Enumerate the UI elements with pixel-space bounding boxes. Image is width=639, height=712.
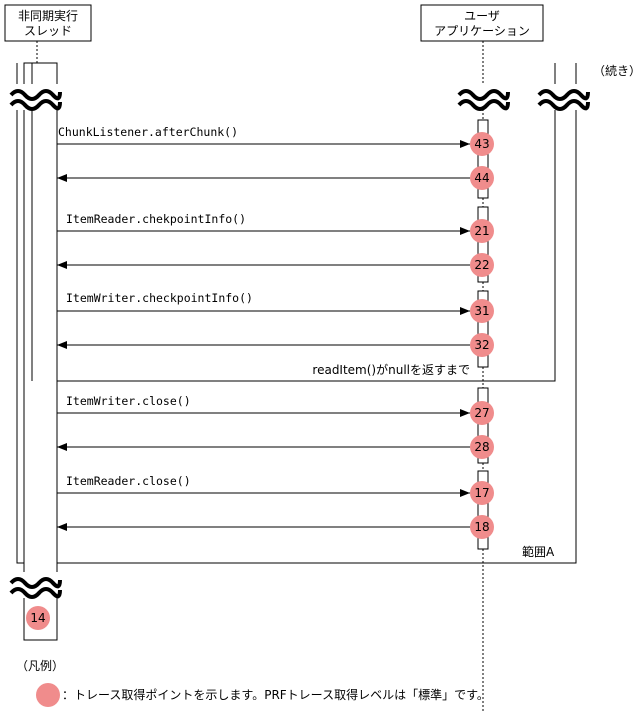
- activation-boxes: [477, 119, 489, 712]
- trace-point: [470, 219, 494, 243]
- participant-right: ユーザ アプリケーション: [420, 4, 544, 42]
- trace-point: [470, 299, 494, 323]
- trace-point: [470, 435, 494, 459]
- break-mark-left-top: [8, 84, 63, 111]
- trace-point: [470, 401, 494, 425]
- trace-point: [470, 166, 494, 190]
- trace-point: [470, 253, 494, 277]
- trace-point: [470, 515, 494, 539]
- trace-point: [470, 132, 494, 156]
- participant-right-line2: アプリケーション: [434, 24, 530, 38]
- trace-point-number: 43: [474, 137, 489, 151]
- message-label: ItemWriter.checkpointInfo(): [66, 291, 253, 305]
- trace-point-number: 18: [474, 520, 489, 534]
- trace-point-number: 22: [474, 258, 489, 272]
- participant-left: 非同期実行 スレッド: [4, 4, 92, 42]
- trace-point: [470, 333, 494, 357]
- message-label: ItemWriter.close(): [66, 394, 191, 408]
- trace-points: 43 44 21 22 31 32 27 28 17 18 14: [26, 132, 494, 630]
- message-label: ChunkListener.afterChunk(): [58, 125, 238, 139]
- trace-point-number: 21: [474, 224, 489, 238]
- participant-left-line1: 非同期実行: [18, 8, 78, 23]
- trace-point: [470, 481, 494, 505]
- trace-point-number: 28: [474, 440, 489, 454]
- message-label: ItemReader.chekpointInfo(): [66, 212, 246, 226]
- participant-right-line1: ユーザ: [464, 9, 500, 23]
- message-label: ItemReader.close(): [66, 474, 191, 488]
- range-label: 範囲A: [522, 544, 555, 559]
- break-mark-left-bottom: [8, 572, 63, 599]
- break-mark-right: [456, 84, 511, 111]
- messages: ChunkListener.afterChunk() ItemReader.ch…: [57, 125, 470, 531]
- loop-label: readItem()がnullを返すまで: [312, 362, 470, 377]
- range-a-frame: [16, 63, 577, 564]
- trace-point-number: 27: [474, 406, 489, 420]
- trace-point-number: 31: [474, 304, 489, 318]
- legend-trace-point-icon: [36, 683, 60, 707]
- trace-point-number: 32: [474, 338, 489, 352]
- trace-point-number: 17: [474, 486, 489, 500]
- trace-point-number: 14: [30, 611, 45, 625]
- thread-activation-bar: [23, 62, 58, 641]
- legend-text: ：トレース取得ポイントを示します。PRFトレース取得レベルは「標準」です。: [62, 687, 489, 702]
- trace-point-number: 44: [474, 171, 489, 185]
- trace-point: [26, 606, 50, 630]
- continued-note: （続き）: [593, 64, 639, 78]
- break-mark-far-right: [536, 84, 591, 111]
- legend-title: （凡例）: [16, 659, 64, 673]
- participant-left-line2: スレッド: [24, 24, 72, 38]
